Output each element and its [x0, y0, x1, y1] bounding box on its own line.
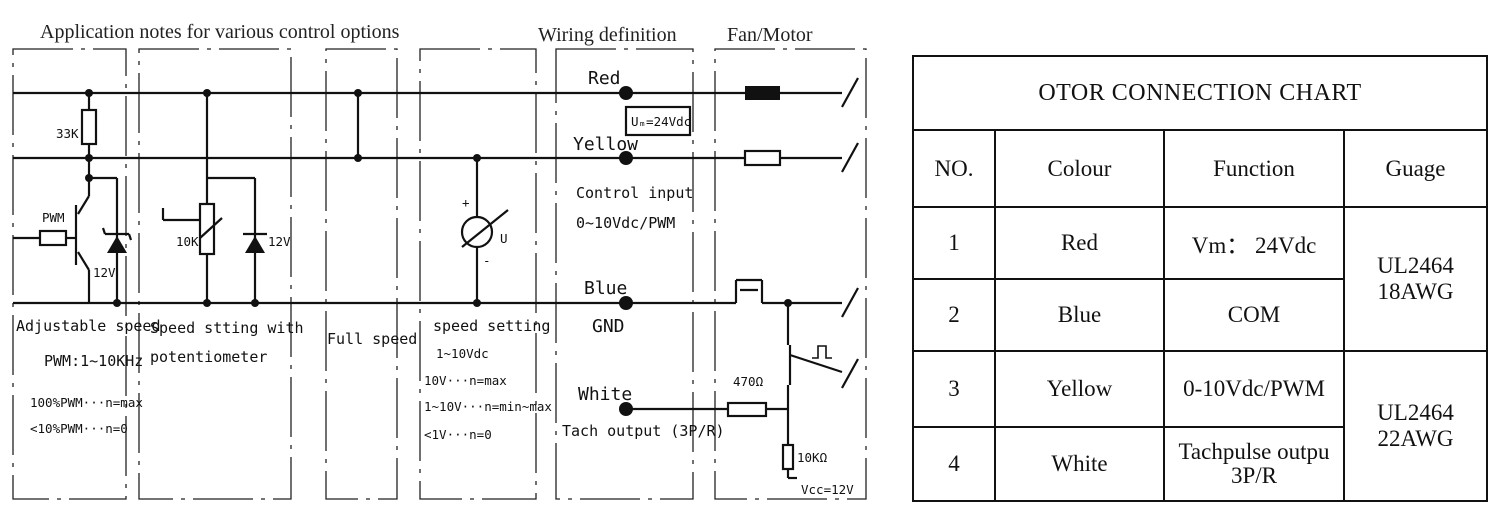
row4-function-line1: Tachpulse outpu	[1178, 438, 1330, 464]
label-pwm: PWM	[42, 210, 65, 225]
row1-colour: Red	[994, 206, 1165, 280]
row4-function: Tachpulse outpu 3P/R	[1163, 426, 1345, 502]
adj-max: 100%PWM···n=max	[30, 395, 143, 410]
fan-components	[726, 86, 843, 480]
wire-control-range: 0~10Vdc/PWM	[576, 214, 675, 232]
row3-no: 3	[912, 350, 996, 428]
ss-line5: <1V···n=0	[424, 427, 492, 442]
connector-breaks	[841, 77, 859, 389]
row4-function-line2: 3P/R	[1230, 463, 1278, 488]
wire-blue: Blue	[584, 278, 627, 299]
ss-line3: 10V···n=max	[424, 373, 507, 388]
wire-control-input: Control input	[576, 184, 693, 202]
wire-yellow: Yellow	[573, 134, 638, 155]
label-470: 470Ω	[733, 374, 764, 389]
gauge-a-line1: UL2464	[1377, 253, 1454, 278]
connection-chart: OTOR CONNECTION CHART NO. Colour Functio…	[912, 55, 1488, 502]
wire-tach: Tach output (3P/R)	[562, 422, 725, 440]
label-vcc: Vcc=12V	[801, 482, 854, 497]
label-10k: 10KΩ	[797, 450, 828, 465]
wire-gnd: GND	[592, 316, 625, 337]
chart-title: OTOR CONNECTION CHART	[912, 55, 1488, 131]
section-borders	[12, 48, 867, 500]
pot-circuit	[161, 93, 267, 303]
ss-line1: speed setting	[433, 317, 550, 335]
gauge-a-line2: 18AWG	[1377, 279, 1454, 304]
row1-function: Vm： 24Vdc	[1163, 206, 1345, 280]
meter-plus: +	[462, 195, 470, 210]
row4-no: 4	[912, 426, 996, 502]
heading-wiring: Wiring definition	[538, 24, 677, 46]
row3-function: 0-10Vdc/PWM	[1163, 350, 1345, 428]
header-colour: Colour	[994, 129, 1165, 208]
wire-white: White	[578, 384, 632, 405]
ss-line4: 1~10V···n=min~max	[424, 399, 552, 414]
label-um: Uₘ=24Vdc	[631, 114, 691, 129]
meter-circuit	[460, 158, 509, 303]
row2-function: COM	[1163, 278, 1345, 352]
gauge-b-line1: UL2464	[1377, 400, 1454, 425]
pot-line1: Speed stting with	[150, 319, 304, 337]
gauge-b-line2: 22AWG	[1377, 426, 1454, 451]
adj-pwm: PWM:1~10KHz	[44, 352, 143, 370]
row1-no: 1	[912, 206, 996, 280]
full-speed: Full speed	[327, 330, 417, 348]
heading-fan: Fan/Motor	[727, 24, 813, 46]
gauge-a: UL2464 18AWG	[1343, 206, 1488, 352]
heading-app-notes: Application notes for various control op…	[40, 21, 400, 43]
meter-minus: -	[483, 253, 491, 268]
row4-colour: White	[994, 426, 1165, 502]
label-zener1: 12V	[93, 265, 116, 280]
adj-zero: <10%PWM···n=0	[30, 421, 128, 436]
adj-title: Adjustable speed	[16, 317, 161, 335]
pwm-circuit	[13, 93, 133, 303]
row2-colour: Blue	[994, 278, 1165, 352]
header-no: NO.	[912, 129, 996, 208]
label-33k: 33K	[56, 126, 79, 141]
meter-u: U	[500, 231, 508, 246]
wiring-diagram: Application notes for various control op…	[12, 21, 867, 500]
row3-colour: Yellow	[994, 350, 1165, 428]
wire-red: Red	[588, 68, 621, 89]
um-box	[624, 105, 692, 137]
header-guage: Guage	[1343, 129, 1488, 208]
label-zener2: 12V	[268, 234, 291, 249]
ss-line2: 1~10Vdc	[436, 346, 489, 361]
row2-no: 2	[912, 278, 996, 352]
header-function: Function	[1163, 129, 1345, 208]
gauge-b: UL2464 22AWG	[1343, 350, 1488, 502]
label-pot: 10K	[176, 234, 199, 249]
pot-line2: potentiometer	[150, 348, 267, 366]
